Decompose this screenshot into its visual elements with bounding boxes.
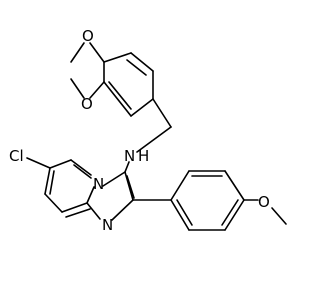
bond xyxy=(126,59,147,76)
atom-cl: Cl xyxy=(9,147,24,165)
bond xyxy=(44,167,51,195)
bond xyxy=(70,78,85,99)
bond xyxy=(170,199,190,231)
bond xyxy=(221,199,239,226)
bond xyxy=(44,193,63,213)
bond xyxy=(89,42,105,63)
bond xyxy=(124,171,134,201)
bond xyxy=(102,171,126,187)
molecule-structure: O O N H Cl N N O xyxy=(9,27,287,234)
bond xyxy=(103,52,132,63)
bond xyxy=(271,207,287,225)
bond xyxy=(70,42,85,63)
bond xyxy=(152,98,172,128)
bond xyxy=(170,170,190,201)
bond xyxy=(111,199,134,221)
bond xyxy=(176,199,193,226)
bond xyxy=(103,81,132,117)
bond xyxy=(73,164,92,179)
bond xyxy=(224,170,245,201)
bonds xyxy=(26,42,287,231)
bond xyxy=(108,81,132,110)
bond xyxy=(89,81,105,99)
atom-h-amine: H xyxy=(138,147,149,165)
bond xyxy=(70,159,92,176)
atom-labels: O O N H Cl N N O xyxy=(9,27,270,234)
bond xyxy=(61,202,88,213)
bond xyxy=(124,161,130,173)
atom-n-bridgehead: N xyxy=(93,175,104,193)
bond xyxy=(130,98,154,117)
atom-o-methoxy: O xyxy=(258,193,270,211)
bond xyxy=(130,52,154,72)
bond xyxy=(136,126,172,153)
bond xyxy=(65,208,91,218)
bond xyxy=(49,159,72,169)
atom-o-lower: O xyxy=(81,95,93,113)
bond xyxy=(126,175,135,199)
bond xyxy=(86,202,101,220)
atom-n-imidazole: N xyxy=(102,216,113,234)
atom-o-upper: O xyxy=(82,27,94,45)
bond xyxy=(49,170,55,195)
bond xyxy=(26,157,51,169)
bond xyxy=(86,186,95,204)
bond xyxy=(224,199,245,231)
atom-n-amine: N xyxy=(124,147,135,165)
